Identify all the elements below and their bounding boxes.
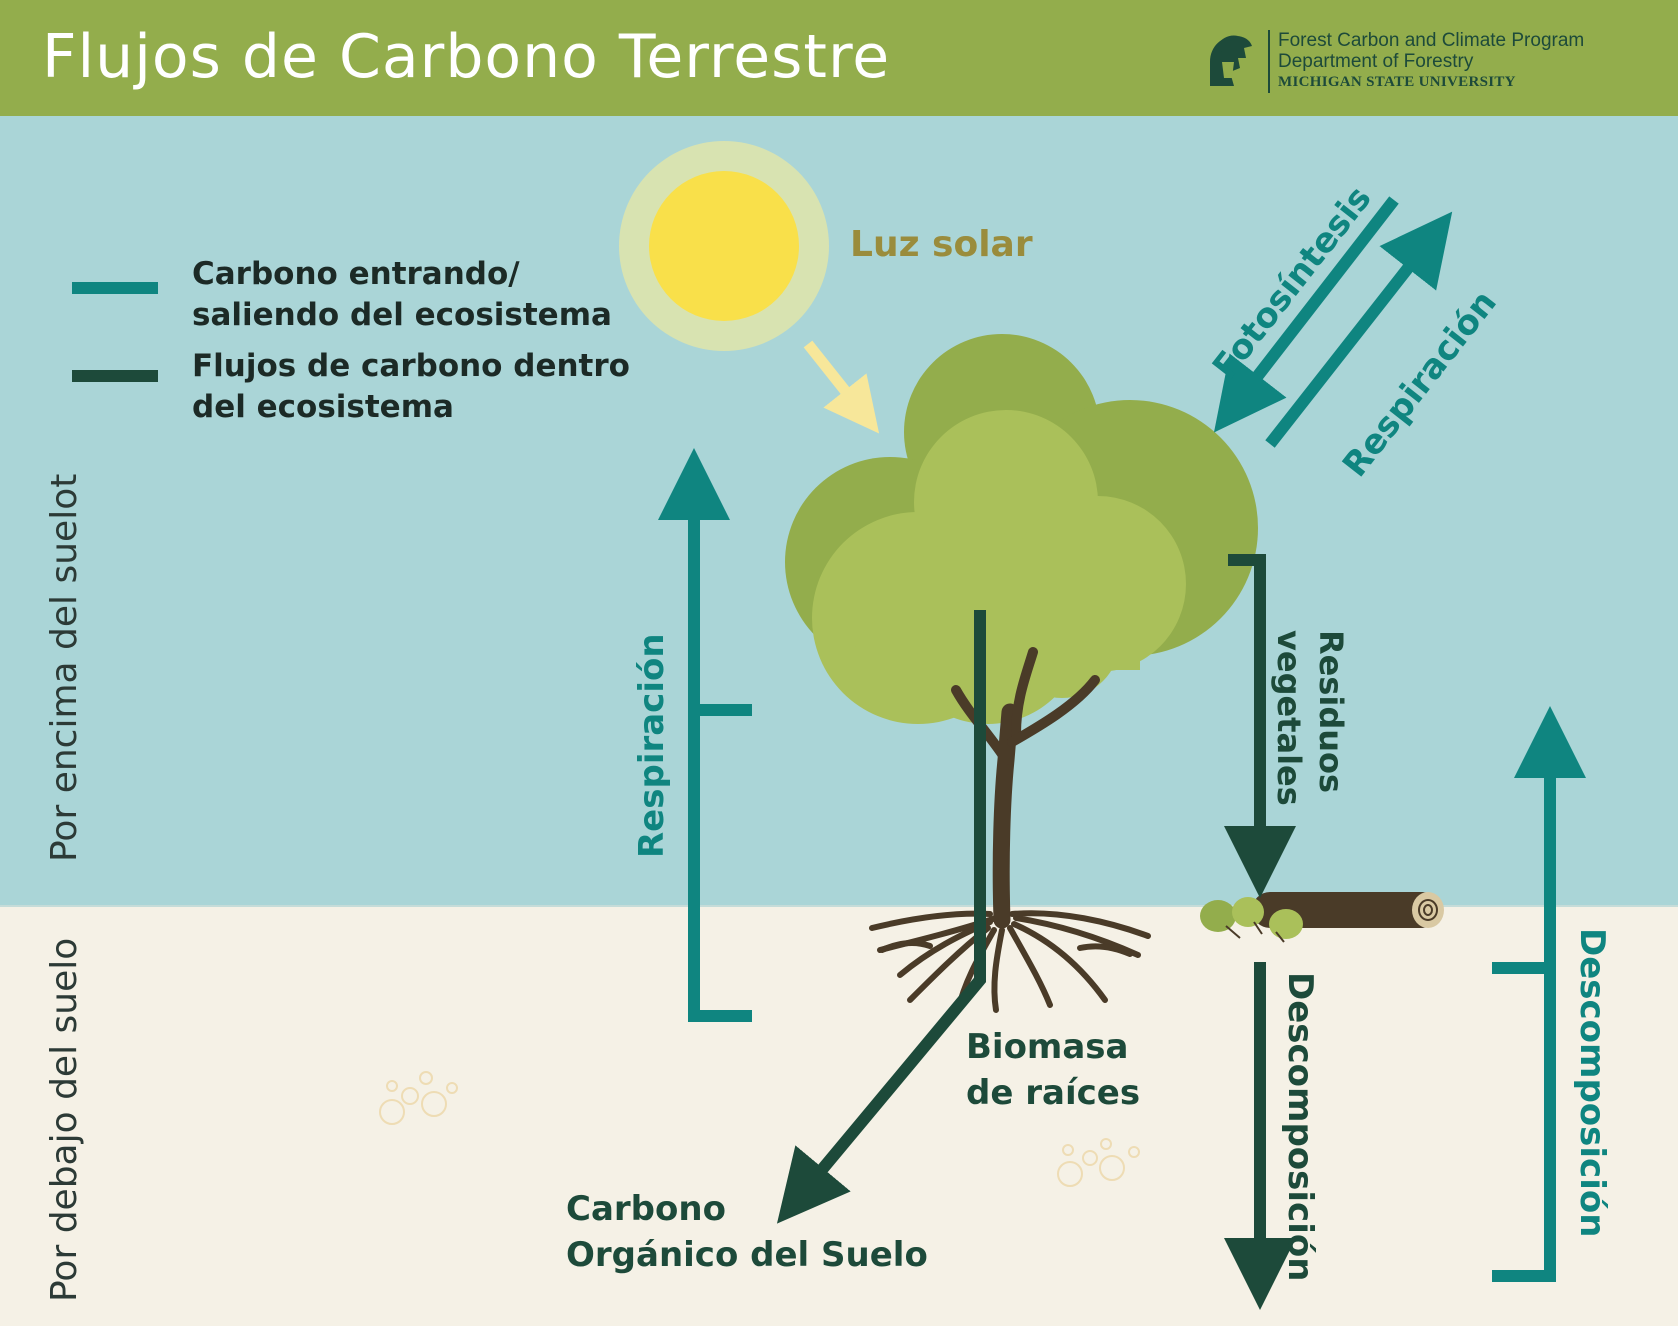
below-ground-label: Por debajo del suelo (44, 937, 85, 1302)
leaf-litter-icon (1200, 897, 1303, 943)
decomposition-center-label: Descomposición (1280, 972, 1320, 1282)
spartan-helmet-icon (1210, 35, 1252, 86)
legend-within-line2: del ecosistema (192, 389, 454, 425)
decomposition-right-arrow (1492, 706, 1586, 1282)
soil-particles (379, 1071, 1140, 1187)
org-credit: Forest Carbon and Climate Program Depart… (1268, 30, 1584, 93)
tree-canopy (785, 334, 1258, 724)
legend-within-line1: Flujos de carbono dentro (192, 348, 630, 384)
soil-carbon-line1: Carbono (566, 1189, 726, 1229)
root-biomass-line1: Biomasa (966, 1027, 1129, 1067)
soil-carbon-line2: Orgánico del Suelo (566, 1235, 928, 1275)
litter-label-line2: vegetales (1270, 630, 1308, 806)
respiration-top-arrow (1265, 211, 1453, 448)
sunlight-arrow (803, 340, 880, 434)
root-biomass-line2: de raíces (966, 1073, 1141, 1113)
page-title: Flujos de Carbono Terrestre (42, 22, 891, 92)
org-department: Department of Forestry (1278, 51, 1474, 72)
tree-roots (869, 910, 1151, 1013)
org-program: Forest Carbon and Climate Program (1278, 30, 1585, 51)
below-ground-zone (0, 905, 1678, 1326)
org-university: MICHIGAN STATE UNIVERSITY (1278, 74, 1516, 90)
above-ground-label: Por encima del suelot (44, 473, 85, 862)
legend-within-label: Flujos de carbono dentro del ecosistema (192, 346, 630, 428)
legend-in-out-line1: Carbono entrando/ (192, 256, 520, 292)
respiration-left-label: Respiración (632, 633, 672, 858)
soil-carbon-label: Carbono Orgánico del Suelo (566, 1186, 928, 1278)
legend-in-out-line2: saliendo del ecosistema (192, 297, 612, 333)
respiration-left-arrow (658, 448, 752, 1022)
photosynthesis-arrow (1213, 196, 1399, 433)
litter-arrow (1224, 554, 1296, 898)
litter-label-line1: Residuos (1312, 630, 1350, 794)
legend-in-out-label: Carbono entrando/ saliendo del ecosistem… (192, 254, 612, 336)
header-bar: Flujos de Carbono Terrestre Forest Carbo… (0, 0, 1678, 116)
litter-label: Residuos vegetales (1268, 630, 1352, 806)
soil-carbon-arrow (776, 610, 986, 1224)
decomposition-right-label: Descomposición (1572, 928, 1612, 1238)
tree-trunk (951, 647, 1100, 929)
sunlight-label: Luz solar (850, 224, 1033, 265)
sun-icon (619, 141, 829, 351)
root-biomass-label: Biomasa de raíces (966, 1024, 1140, 1116)
